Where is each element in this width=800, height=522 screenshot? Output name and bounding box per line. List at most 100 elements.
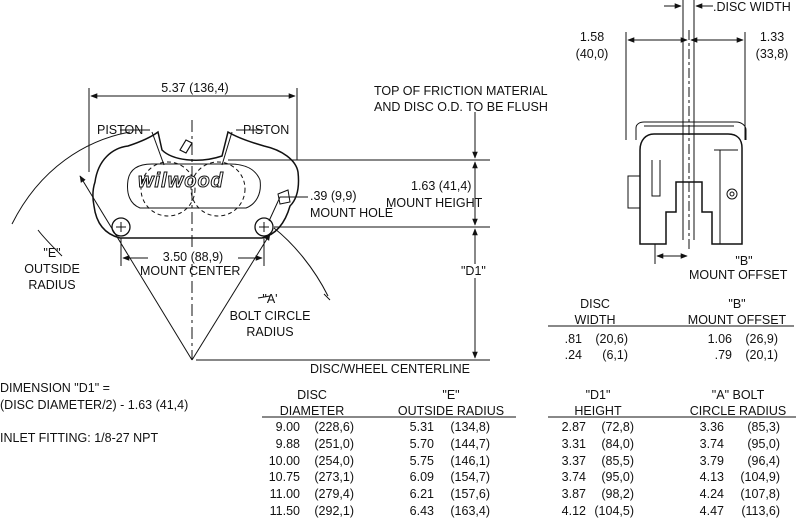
size-cell-e-mm: (146,1) (450, 453, 490, 468)
inlet-fitting (277, 189, 291, 205)
offset-row-width-mm: (6,1) (602, 348, 628, 362)
size-cell-a-in: 3.74 (699, 436, 724, 451)
size-cell-a-mm: (85,3) (747, 420, 780, 434)
offset-row-width-in: .81 (564, 332, 582, 346)
size-cell-dia-mm: (279,4) (314, 487, 354, 502)
size-cell-d1-mm: (85,5) (601, 453, 634, 468)
size-col-d1-h2: HEIGHT (574, 404, 622, 418)
outside-radius-label-3: RADIUS (28, 278, 76, 292)
side-view-drawing (625, 0, 747, 264)
size-cell-e-mm: (134,8) (450, 420, 490, 434)
size-cell-d1-in: 4.12 (561, 504, 586, 518)
bolt-circle-label-3: RADIUS (246, 325, 294, 339)
size-col-diameter-h1: DISC (297, 388, 327, 402)
size-cell-a-mm: (113,6) (741, 504, 780, 518)
right-dim-line1: 1.33 (759, 30, 785, 44)
size-cell-a-in: 3.79 (699, 453, 724, 468)
size-cell-e-mm: (144,7) (450, 436, 490, 451)
size-cell-a-in: 4.47 (699, 504, 724, 518)
size-col-a-h1: "A" BOLT (711, 388, 765, 402)
size-cell-e-in: 5.31 (409, 420, 434, 434)
size-cell-dia-in: 11.50 (269, 504, 300, 518)
offset-col-width-h1: DISC (580, 297, 610, 311)
mount-height-value: 1.63 (41,4) (411, 179, 472, 193)
centerline-label: DISC/WHEEL CENTERLINE (310, 362, 470, 376)
d1-formula-line2: (DISC DIAMETER/2) - 1.63 (41,4) (0, 398, 189, 412)
offset-row-b-in: 1.06 (707, 332, 732, 346)
size-col-a-h2: CIRCLE RADIUS (689, 404, 787, 418)
mount-hole-dim: .39 (9,9) (310, 189, 357, 203)
size-col-e-h1: "E" (442, 388, 460, 402)
brand-logo: wilwood (138, 170, 224, 192)
piston-right-leader (221, 131, 233, 166)
flush-note-line2: AND DISC O.D. TO BE FLUSH (374, 100, 548, 114)
size-cell-d1-in: 3.74 (561, 470, 586, 485)
mount-offset-label-2: MOUNT OFFSET (689, 268, 788, 282)
outside-radius-label-2: OUTSIDE (24, 262, 80, 276)
outside-radius-arc (11, 131, 131, 225)
size-cell-e-in: 5.75 (409, 453, 434, 468)
overall-width-dimension (88, 88, 298, 172)
size-cell-e-mm: (154,7) (450, 470, 490, 485)
offset-col-b-h2: MOUNT OFFSET (687, 313, 787, 327)
piston-left-dashed (140, 161, 196, 217)
bolt-circle-label-1: "A' (262, 292, 278, 306)
size-cell-d1-in: 3.37 (561, 453, 586, 468)
d1-label: "D1" (461, 264, 486, 278)
left-dim-line2: (40,0) (575, 47, 609, 61)
size-cell-d1-in: 3.87 (561, 487, 586, 502)
size-cell-a-in: 4.13 (699, 470, 724, 485)
offset-row-b-in: .79 (714, 348, 732, 362)
size-cell-d1-mm: (72,8) (601, 420, 634, 434)
outside-radius-label-1: "E" (43, 246, 61, 260)
size-cell-d1-mm: (95,0) (601, 470, 634, 485)
size-cell-dia-in: 11.00 (269, 487, 300, 502)
size-cell-dia-mm: (292,1) (314, 504, 354, 518)
size-cell-a-in: 4.24 (699, 487, 724, 502)
size-cell-dia-mm: (273,1) (314, 470, 354, 485)
piston-right-label: PISTON (243, 123, 290, 137)
size-cell-e-mm: (163,4) (450, 504, 490, 518)
size-cell-e-in: 6.43 (409, 504, 434, 518)
size-cell-d1-mm: (98,2) (601, 487, 634, 502)
d1-formula-line1: DIMENSION "D1" = (0, 381, 110, 395)
bolt-circle-leader (191, 233, 271, 361)
size-col-d1-h1: "D1" (585, 388, 611, 402)
mount-center-value: 3.50 (88,9) (148, 250, 238, 264)
offset-col-b-h1: "B" (728, 297, 746, 311)
size-cell-a-mm: (96,4) (747, 453, 780, 468)
size-cell-dia-mm: (251,0) (314, 436, 354, 451)
mount-center-label: MOUNT CENTER (140, 264, 241, 278)
inlet-fitting-note: INLET FITTING: 1/8-27 NPT (0, 431, 159, 445)
size-cell-d1-mm: (84,0) (601, 436, 634, 451)
disc-width-label: .DISC WIDTH (713, 0, 791, 14)
flush-note-line1: TOP OF FRICTION MATERIAL (374, 84, 548, 98)
size-cell-a-mm: (104,9) (740, 470, 780, 485)
size-cell-dia-in: 10.00 (268, 453, 300, 468)
size-col-e-h2: OUTSIDE RADIUS (397, 404, 505, 418)
size-cell-a-mm: (107,8) (740, 487, 780, 502)
offset-row-width-in: .24 (564, 348, 582, 362)
size-cell-d1-in: 3.31 (561, 436, 586, 451)
left-dim-line1: 1.58 (579, 30, 605, 44)
size-cell-dia-mm: (254,0) (314, 453, 354, 468)
mount-hole-left (111, 217, 131, 237)
mount-hole-label: MOUNT HOLE (310, 206, 394, 220)
size-cell-dia-in: 9.88 (275, 436, 300, 451)
bleed-screw (179, 139, 193, 154)
size-cell-a-mm: (95,0) (747, 436, 780, 451)
offset-row-b-mm: (26,9) (745, 332, 778, 346)
piston-left-leader (151, 131, 165, 166)
size-cell-d1-in: 2.87 (561, 420, 586, 434)
mount-offset-label-1: "B" (735, 254, 753, 268)
overall-width-label: 5.37 (136,4) (161, 81, 229, 95)
offset-col-width-h2: WIDTH (574, 313, 616, 327)
offset-row-width-mm: (20,6) (595, 332, 628, 346)
size-cell-a-in: 3.36 (699, 420, 724, 434)
outside-radius-leader (79, 175, 193, 361)
size-cell-dia-in: 10.75 (268, 470, 300, 485)
size-cell-dia-mm: (228,6) (314, 420, 354, 434)
caliper-window (127, 163, 261, 209)
